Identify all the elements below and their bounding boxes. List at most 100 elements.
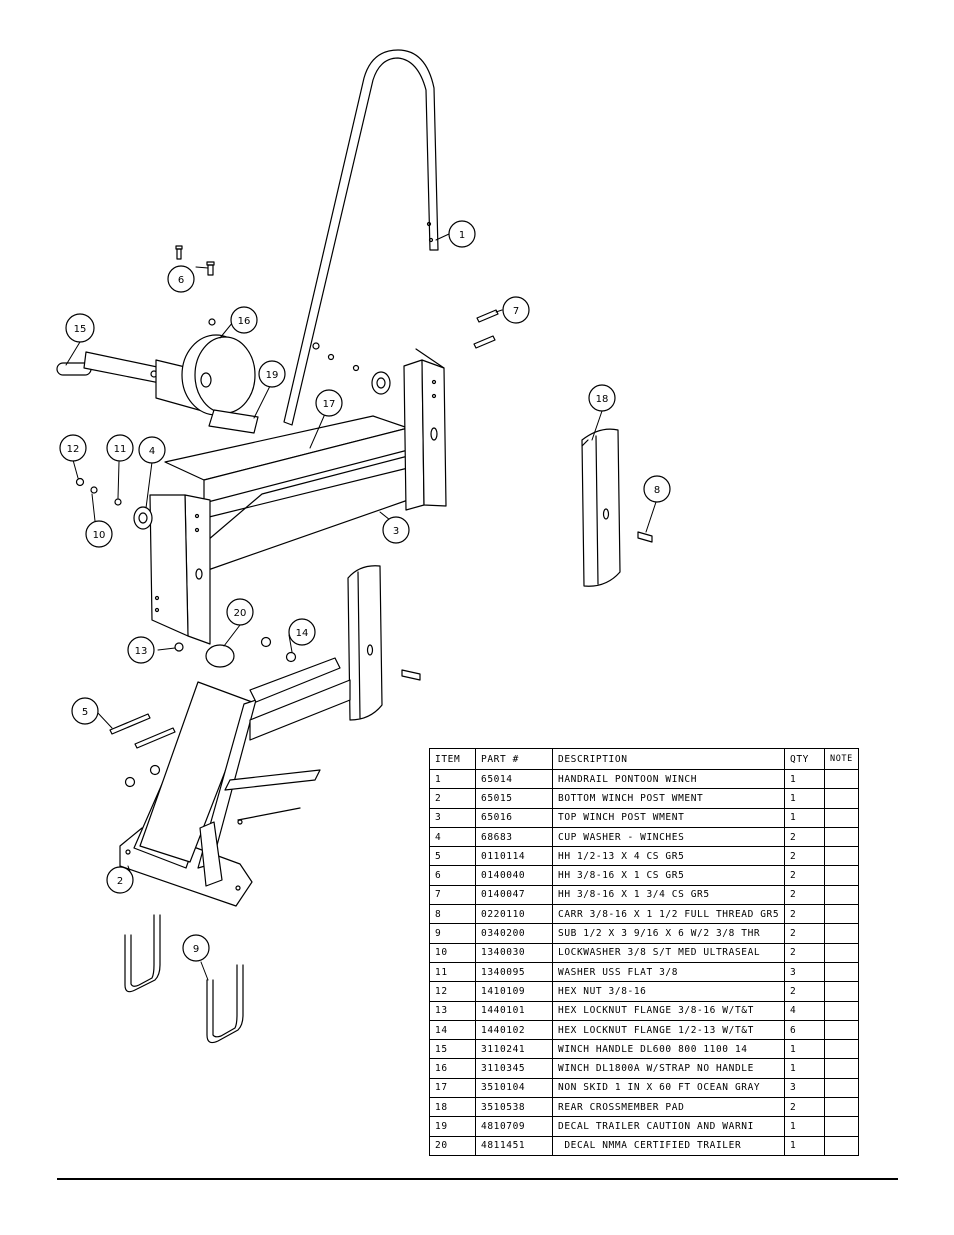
cell-note <box>824 1019 859 1041</box>
callout-numbers: 1 2 3 4 5 6 7 8 9 10 11 12 13 14 15 16 1… <box>67 230 661 955</box>
callout-label: 2 <box>117 876 123 887</box>
cell-item: 9 <box>429 923 476 944</box>
callout-label: 8 <box>654 485 660 496</box>
callout-label: 11 <box>114 444 127 455</box>
header-description: DESCRIPTION <box>552 748 785 770</box>
cell-qty: 1 <box>784 1039 825 1060</box>
cell-part: 0220110 <box>475 904 553 925</box>
cell-note <box>824 1097 859 1118</box>
cell-note <box>824 826 859 848</box>
cell-part: 3110241 <box>475 1039 553 1060</box>
cell-item: 1 <box>429 768 476 790</box>
callout-label: 19 <box>266 370 279 381</box>
footer-divider <box>57 1178 898 1180</box>
cell-qty: 1 <box>784 1058 825 1079</box>
decal-19-shape <box>208 409 259 434</box>
callout-label: 20 <box>234 608 247 619</box>
cell-note <box>824 1135 859 1156</box>
cell-item: 19 <box>429 1116 476 1137</box>
cell-description: HEX LOCKNUT FLANGE 3/8-16 W/T&T <box>552 1000 785 1021</box>
cell-note <box>824 884 859 906</box>
callout-label: 3 <box>393 526 399 537</box>
callout-label: 15 <box>74 324 87 335</box>
cell-note <box>824 981 859 1002</box>
cell-note <box>824 1058 859 1079</box>
cell-description: SUB 1/2 X 3 9/16 X 6 W/2 3/8 THR <box>552 923 785 944</box>
header-note: NOTE <box>824 748 859 770</box>
cell-qty: 1 <box>784 1135 825 1156</box>
cell-qty: 1 <box>784 1116 825 1137</box>
cell-qty: 1 <box>784 807 825 828</box>
cell-part: 1410109 <box>475 981 553 1002</box>
cell-description: NON SKID 1 IN X 60 FT OCEAN GRAY <box>552 1077 785 1099</box>
cell-description: REAR CROSSMEMBER PAD <box>552 1097 785 1118</box>
cell-qty: 2 <box>784 884 825 906</box>
cell-description: CARR 3/8-16 X 1 1/2 FULL THREAD GR5 <box>552 904 785 925</box>
cell-item: 13 <box>429 1000 476 1021</box>
cell-part: 3510538 <box>475 1097 553 1118</box>
cell-qty: 3 <box>784 1077 825 1099</box>
cell-item: 17 <box>429 1077 476 1099</box>
callout-label: 10 <box>93 530 106 541</box>
cell-item: 6 <box>429 865 476 886</box>
cell-qty: 2 <box>784 846 825 867</box>
callout-label: 17 <box>323 399 336 410</box>
crossmember-pad-part <box>581 428 653 587</box>
cell-item: 20 <box>429 1135 476 1156</box>
bolts-item-6 <box>175 245 215 276</box>
cell-qty: 6 <box>784 1019 825 1041</box>
cell-item: 18 <box>429 1097 476 1118</box>
cell-item: 4 <box>429 826 476 848</box>
handrail-part <box>283 49 439 426</box>
cell-description: HH 3/8-16 X 1 3/4 CS GR5 <box>552 884 785 906</box>
cell-part: 4811451 <box>475 1135 553 1156</box>
cell-part: 1440102 <box>475 1019 553 1041</box>
cell-item: 5 <box>429 846 476 867</box>
header-qty: QTY <box>784 748 825 770</box>
callout-label: 9 <box>193 944 199 955</box>
cell-item: 15 <box>429 1039 476 1060</box>
callout-label: 13 <box>135 646 148 657</box>
cell-item: 10 <box>429 942 476 963</box>
cell-part: 0110114 <box>475 846 553 867</box>
cell-description: BOTTOM WINCH POST WMENT <box>552 788 785 809</box>
callout-label: 12 <box>67 444 80 455</box>
cell-item: 2 <box>429 788 476 809</box>
cell-note <box>824 942 859 963</box>
decal-20-shape <box>205 644 235 668</box>
cell-description: CUP WASHER - WINCHES <box>552 826 785 848</box>
cell-qty: 1 <box>784 768 825 790</box>
header-part: PART # <box>475 748 553 770</box>
cell-note <box>824 961 859 983</box>
cell-description: HEX LOCKNUT FLANGE 1/2-13 W/T&T <box>552 1019 785 1041</box>
cell-description: TOP WINCH POST WMENT <box>552 807 785 828</box>
cell-part: 1440101 <box>475 1000 553 1021</box>
cell-qty: 2 <box>784 865 825 886</box>
cell-description: HANDRAIL PONTOON WINCH <box>552 768 785 790</box>
cell-part: 68683 <box>475 826 553 848</box>
callout-label: 1 <box>459 230 465 241</box>
cell-part: 1340095 <box>475 961 553 983</box>
cell-note <box>824 904 859 925</box>
cell-qty: 2 <box>784 923 825 944</box>
cell-part: 0140040 <box>475 865 553 886</box>
cell-qty: 3 <box>784 961 825 983</box>
cell-note <box>824 1077 859 1099</box>
cell-item: 8 <box>429 904 476 925</box>
